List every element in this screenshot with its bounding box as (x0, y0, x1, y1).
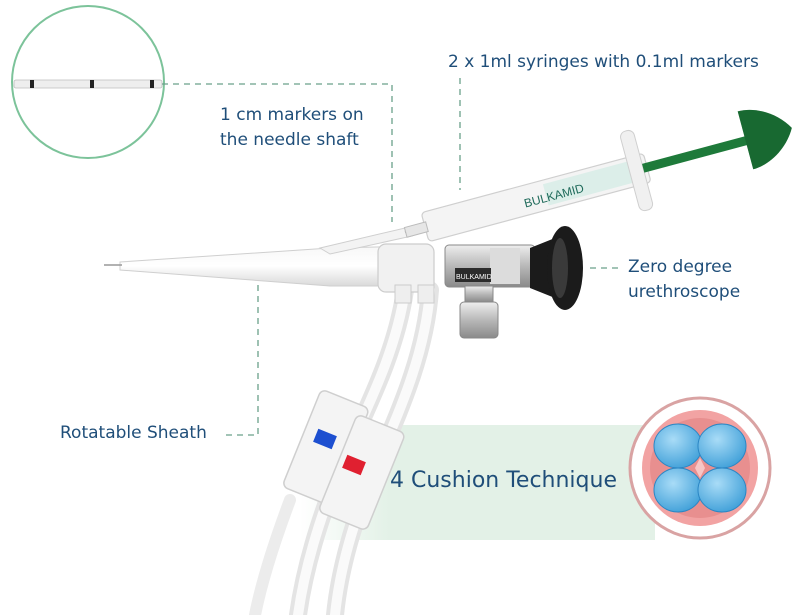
scope-logo: BULKAMID (456, 274, 492, 281)
label-needle-markers-line2: the needle shaft (220, 130, 359, 150)
cushion-bottom-left (653, 467, 703, 513)
leader-needle-markers (162, 83, 393, 222)
label-rotatable-sheath: Rotatable Sheath (60, 423, 207, 443)
leader-sheath (226, 285, 259, 436)
label-syringes: 2 x 1ml syringes with 0.1ml markers (448, 52, 759, 72)
sheath (104, 243, 435, 304)
label-needle-markers-line1: 1 cm markers on (220, 105, 364, 125)
label-scope-line2: urethroscope (628, 282, 741, 302)
urethroscope: BULKAMID (444, 226, 583, 339)
needle-magnifier (11, 5, 165, 159)
cushion-cross-section (628, 396, 772, 540)
syringe: BULKAMID (403, 109, 792, 242)
cushion-top-right (697, 423, 747, 469)
label-cushion-technique: 4 Cushion Technique (390, 468, 617, 493)
stopcock-red (319, 415, 405, 530)
label-scope-line1: Zero degree (628, 257, 733, 277)
cushion-bottom-right (697, 467, 747, 513)
leader-lines (162, 78, 618, 436)
cushion-top-left (653, 423, 703, 469)
